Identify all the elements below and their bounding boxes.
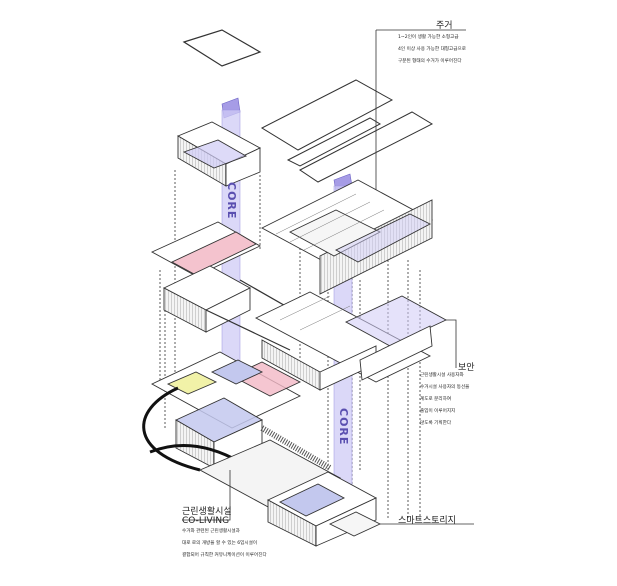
residence-description: 1~2인이 생활 가능한 소형고급 4인 이상 사용 가능한 대형고급으로 구분… <box>398 35 466 64</box>
ground-floor <box>151 351 302 469</box>
third-floor-left <box>150 221 311 351</box>
core-label-lower: CORE <box>337 408 350 446</box>
roof-slab <box>182 29 262 67</box>
upper-left-block <box>176 121 261 187</box>
residence-roof <box>260 79 434 183</box>
neighborhood-description: 수거와 관련된 근린생활시설과 대로 로의 개방을 할 수 있는 6입시설이 결… <box>182 529 267 558</box>
security-title: 보안 <box>458 363 475 373</box>
neighborhood-title: 근린생활시설 <box>182 507 232 517</box>
smart-storage-block <box>198 439 382 547</box>
neighborhood-subtitle: CO-LIVING <box>182 516 230 526</box>
leader-lines <box>182 29 474 525</box>
second-floor-right <box>255 291 447 391</box>
smart-storage-title: 스마트스토리지 <box>398 516 456 526</box>
core-label-upper: CORE <box>225 182 238 220</box>
residence-title: 주거 <box>436 21 453 31</box>
residence-block <box>261 179 433 295</box>
security-description: 근린생활시설 사용자와 수거시설 사용자의 동선을 계도로 분리하여 출입이 이… <box>420 373 470 426</box>
